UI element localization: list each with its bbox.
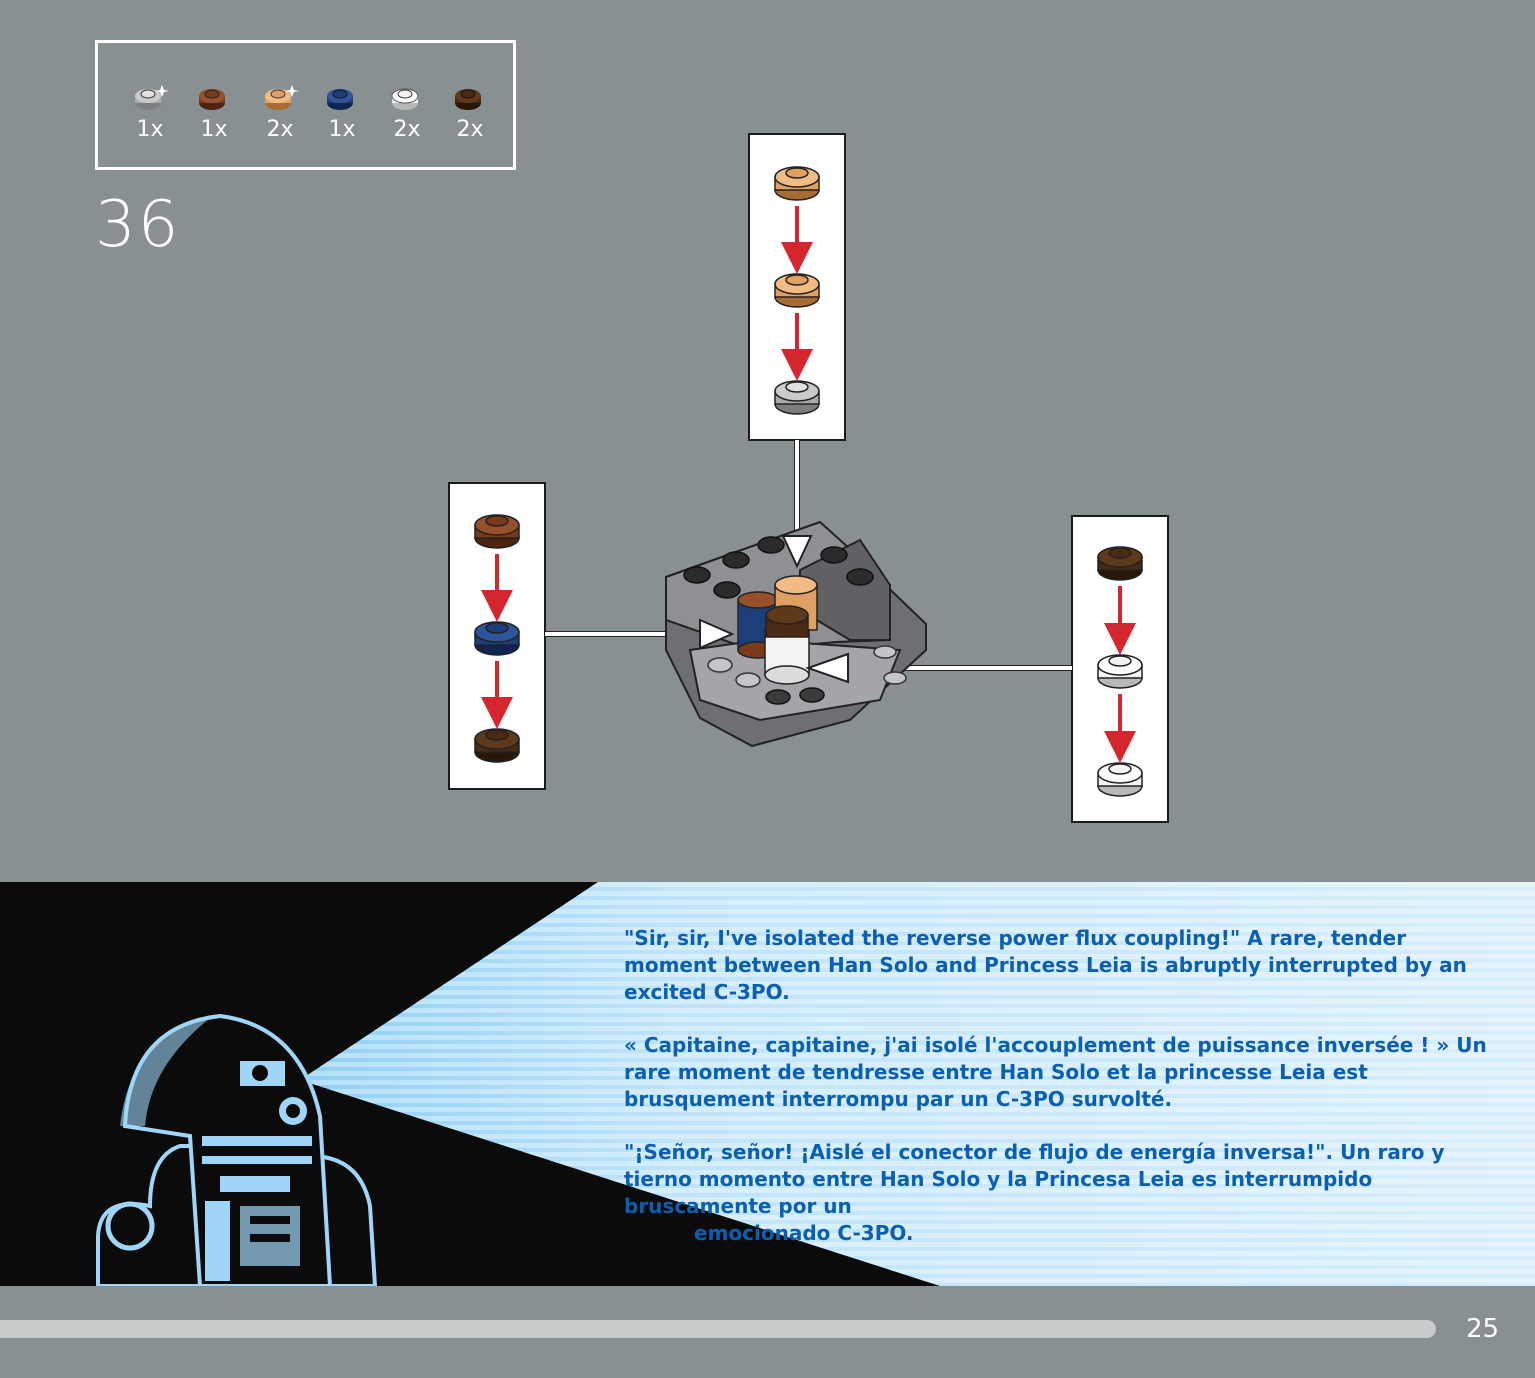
round-plate-light-gray-icon	[135, 85, 169, 110]
part-quantity: 2x	[266, 117, 294, 142]
round-plate-white-icon	[391, 88, 419, 110]
assembly-diagram	[448, 133, 1169, 823]
story-spanish-line-1: "¡Señor, señor! ¡Aislé el conector de fl…	[624, 1140, 1445, 1218]
part-quantity: 1x	[328, 117, 356, 142]
part-quantity: 2x	[456, 117, 484, 142]
part-item: 1x	[318, 83, 366, 142]
story-text: "Sir, sir, I've isolated the reverse pow…	[624, 925, 1494, 1273]
story-spanish: "¡Señor, señor! ¡Aislé el conector de fl…	[624, 1139, 1494, 1247]
part-quantity: 1x	[200, 117, 228, 142]
part-quantity: 1x	[136, 117, 164, 142]
part-item: 2x	[256, 83, 304, 142]
part-item: 2x	[446, 83, 494, 142]
insertion-arrows	[699, 535, 849, 684]
story-spanish-line-2: emocionado C-3PO.	[694, 1221, 914, 1245]
r2d2-illustration	[96, 1013, 378, 1286]
callout-right-plates	[1097, 546, 1143, 797]
story-english: "Sir, sir, I've isolated the reverse pow…	[624, 926, 1467, 1004]
story-band	[0, 882, 1535, 1286]
parts-list-box: 1x 1x 2x 1x 2x 2x	[95, 40, 516, 170]
round-plate-dark-blue-icon	[327, 89, 353, 110]
callout-left-plates	[474, 514, 520, 763]
round-plate-reddish-brown-icon	[199, 89, 225, 110]
callout-top-plates	[774, 166, 820, 415]
part-item: 1x	[190, 83, 238, 142]
step-number: 36	[95, 188, 181, 262]
round-plate-dark-brown-icon	[455, 89, 481, 110]
page-number: 25	[1466, 1314, 1500, 1344]
part-quantity: 2x	[393, 117, 421, 142]
part-item: 1x	[126, 83, 174, 142]
hologram-projection	[300, 882, 1535, 1286]
red-arrows	[481, 206, 1136, 763]
round-plate-tan-icon	[265, 85, 299, 110]
part-item: 2x	[383, 83, 431, 142]
page-progress-bar	[0, 1320, 1436, 1338]
story-french: « Capitaine, capitaine, j'ai isolé l'acc…	[624, 1033, 1487, 1111]
